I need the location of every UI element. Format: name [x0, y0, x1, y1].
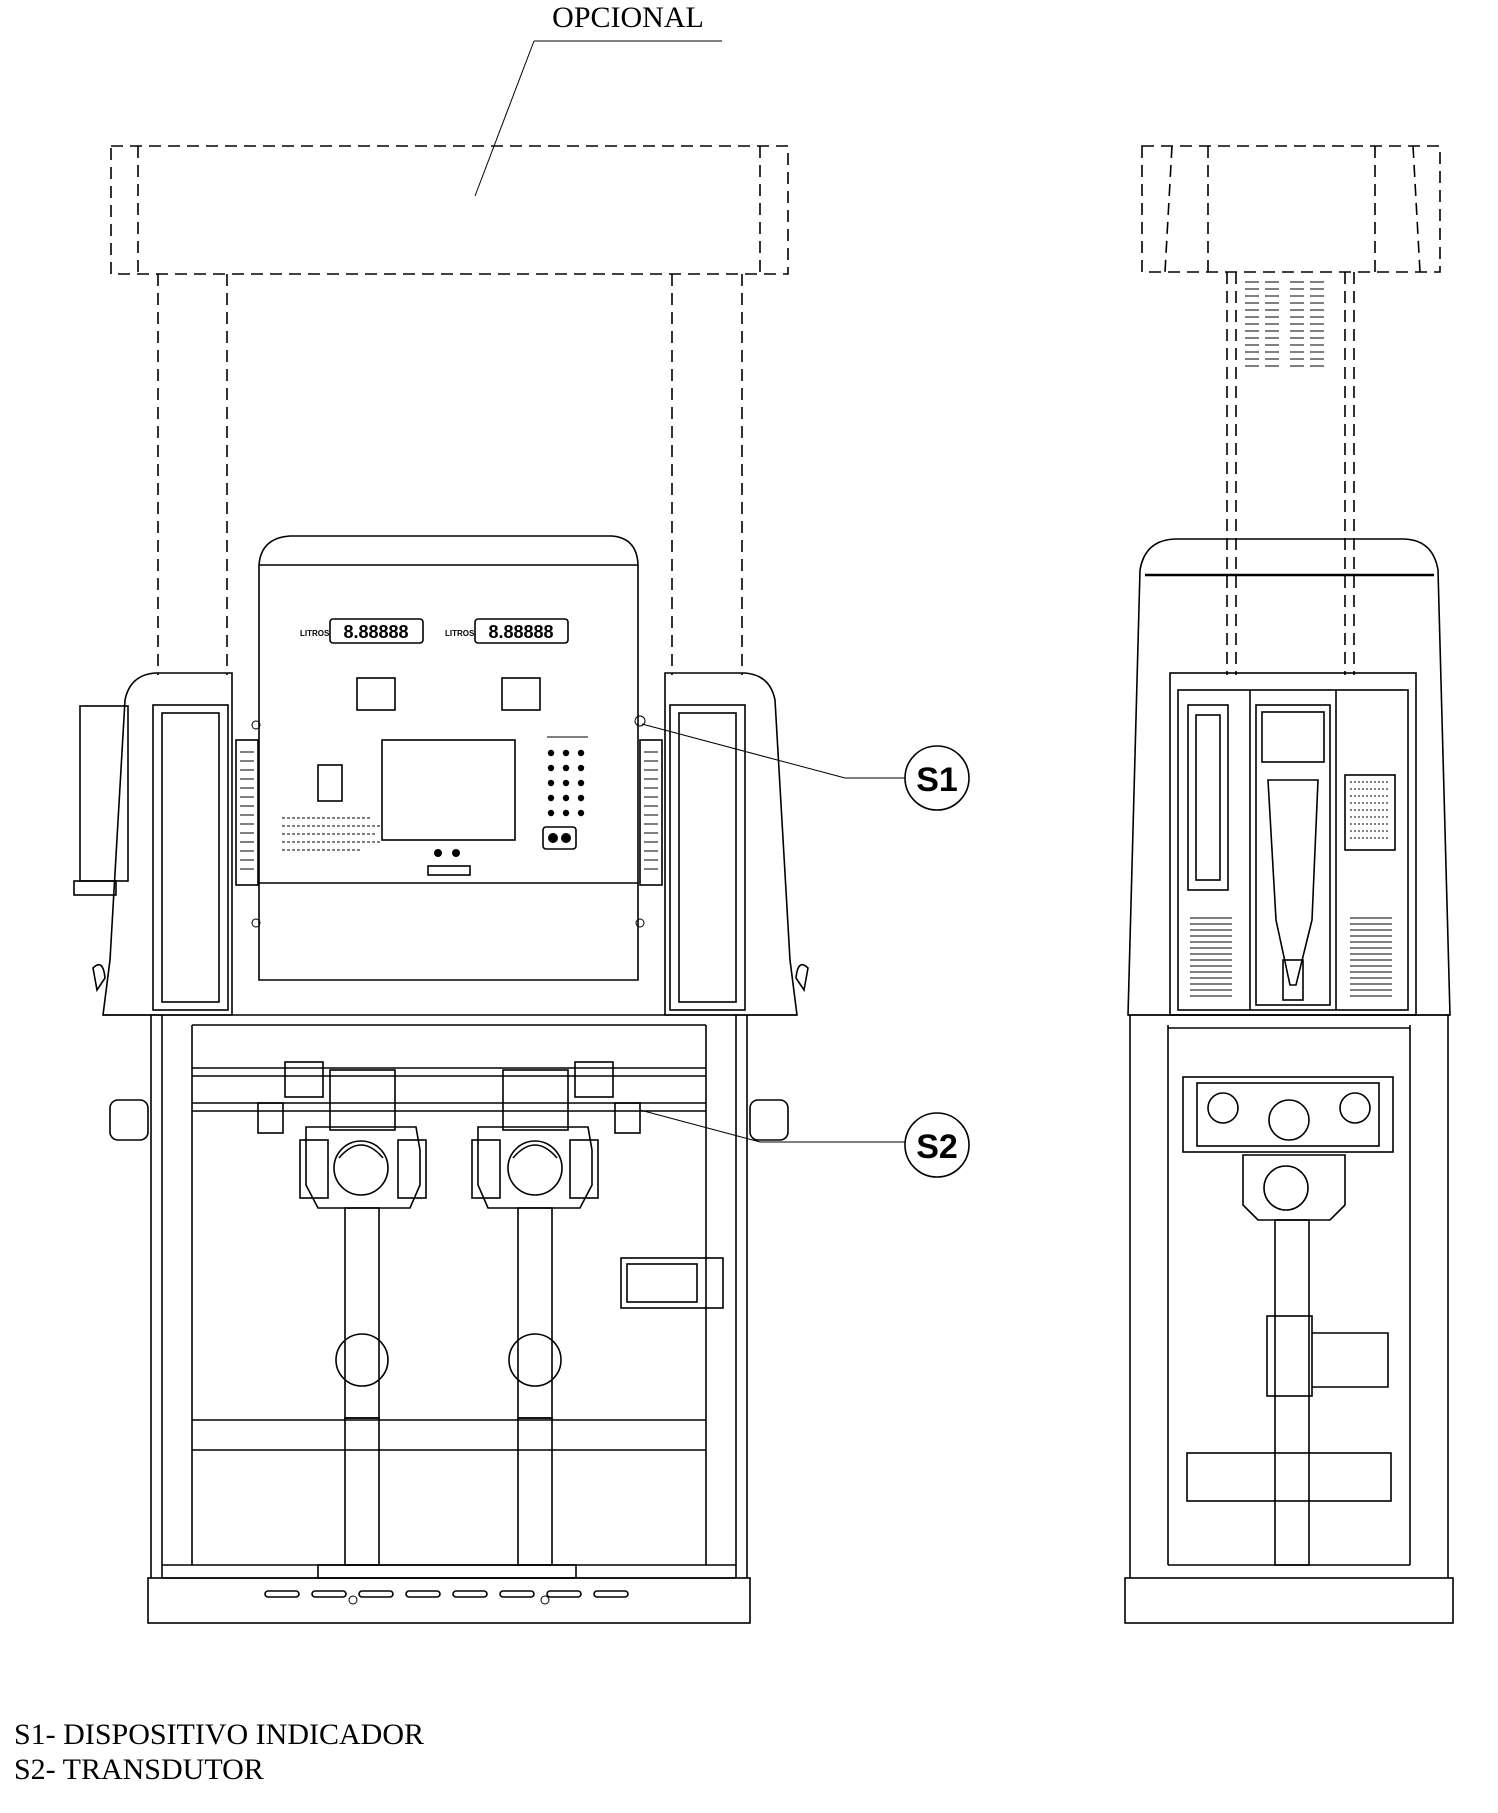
- meter-right: [471, 1061, 641, 1566]
- s1-callout: S1: [641, 723, 970, 811]
- legend-item-s1: S1- DISPOSITIVO INDICADOR: [14, 1718, 425, 1751]
- meter-left: [257, 1061, 427, 1566]
- s2-callout: S2: [639, 1109, 970, 1178]
- display-right-unit: LITROS: [445, 629, 475, 638]
- display-right: LITROS 8.88888: [445, 618, 569, 644]
- s1-label: S1: [916, 761, 958, 799]
- side-frame: [1124, 1015, 1454, 1624]
- legend: S1- DISPOSITIVO INDICADOR S2- TRANSDUTOR: [14, 1717, 424, 1787]
- optional-label: OPCIONAL: [552, 1, 704, 34]
- display-right-digits: 8.88888: [488, 622, 553, 642]
- keypad: [547, 736, 588, 817]
- display-left-digits: 8.88888: [343, 622, 408, 642]
- front-head: LITROS 8.88888 LITROS 8.88888: [73, 535, 809, 1016]
- display-left-unit: LITROS: [300, 629, 330, 638]
- side-head: [1127, 538, 1451, 1016]
- optional-callout: OPCIONAL: [474, 1, 722, 197]
- s2-label: S2: [916, 1128, 958, 1166]
- legend-item-s2: S2- TRANSDUTOR: [14, 1753, 264, 1786]
- display-left: LITROS 8.88888: [300, 618, 424, 644]
- optional-canopy-side: [1141, 145, 1441, 675]
- optional-canopy-front: [110, 145, 789, 675]
- front-frame: [109, 1015, 789, 1624]
